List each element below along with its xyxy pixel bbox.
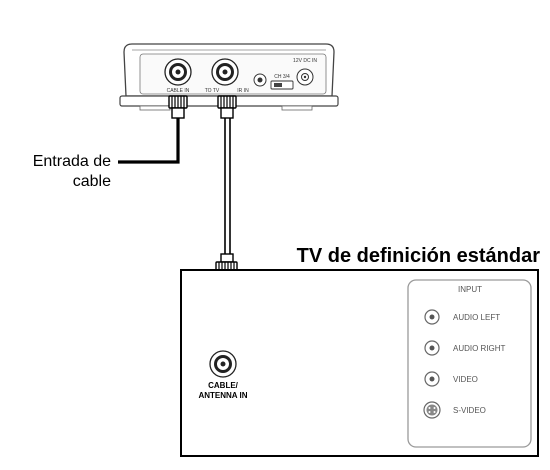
- channel-switch-label: CH 3/4: [274, 74, 290, 80]
- cable-box-foot-left: [139, 105, 171, 111]
- tv-cable: [215, 95, 238, 277]
- antenna-port-label-line2: ANTENNA IN: [198, 391, 247, 400]
- input-panel: [407, 279, 532, 448]
- to-tv-port: [211, 58, 239, 86]
- tv-title: TV de definición estándar: [297, 245, 541, 267]
- power-jack: [296, 68, 314, 86]
- tv-back-panel: CABLE/ ANTENNA IN INPUT AUDIO LEFT AUDIO…: [180, 269, 539, 457]
- to-tv-connector: [217, 95, 237, 119]
- input-panel-heading: INPUT: [458, 285, 482, 294]
- input-jack-row: AUDIO RIGHT: [424, 340, 506, 356]
- cable-in-port: [164, 58, 192, 86]
- incoming-cable: [118, 95, 188, 164]
- ir-in-jack: [253, 73, 267, 87]
- input-jack-row: S-VIDEO: [423, 401, 486, 419]
- cable-in-port-label: CABLE IN: [167, 88, 190, 94]
- input-jack-label: AUDIO RIGHT: [453, 344, 506, 353]
- input-jack-row: AUDIO LEFT: [424, 309, 500, 325]
- power-in-label: 12V DC IN: [293, 58, 317, 64]
- cable-in-connector: [168, 95, 188, 119]
- input-jack-label: AUDIO LEFT: [453, 313, 500, 322]
- channel-switch: [270, 80, 294, 90]
- to-tv-port-label: TO TV: [205, 88, 220, 94]
- input-jack-row: VIDEO: [424, 371, 478, 387]
- input-jack-label: VIDEO: [453, 375, 478, 384]
- antenna-port-label-line1: CABLE/: [208, 381, 239, 390]
- input-jack-label: S-VIDEO: [453, 406, 486, 415]
- cable-box-foot-right: [281, 105, 313, 111]
- ir-in-label: IR IN: [237, 88, 249, 94]
- antenna-in-port: [209, 350, 237, 378]
- cable-box: CABLE IN TO TV IR IN CH 3/4 12V DC IN: [119, 43, 339, 111]
- s-video-jack-icon: [423, 401, 441, 419]
- cable-input-label-line1: Entrada de: [33, 153, 111, 170]
- cable-input-label-line2: cable: [73, 173, 111, 190]
